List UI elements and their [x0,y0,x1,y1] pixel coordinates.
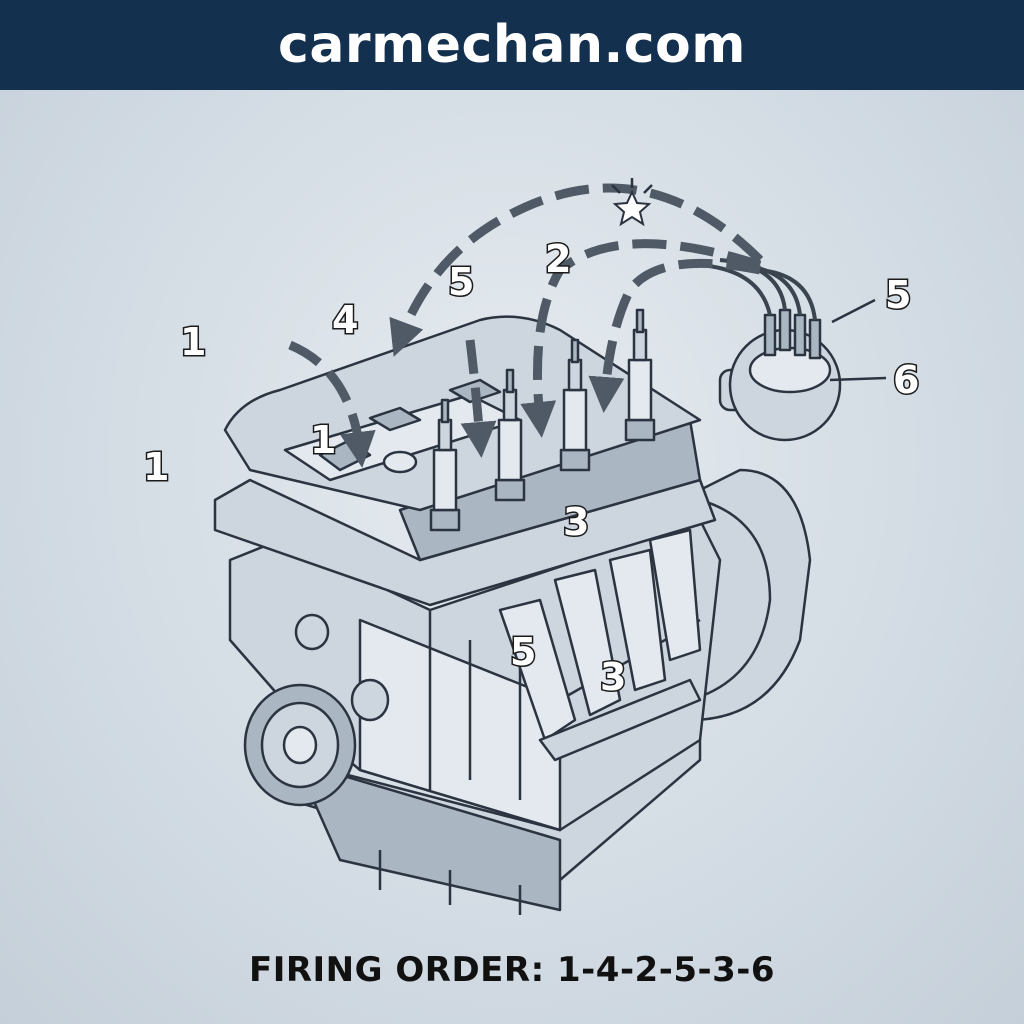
site-header: carmechan.com [0,0,1024,90]
distributor-icon [718,308,842,442]
crank-pulley [243,613,390,807]
exhaust-manifold [498,528,702,762]
engine-diagram: 1 1 1 4 5 2 5 6 3 5 3 [142,178,921,915]
callout-manifold-5: 5 [510,630,536,674]
callout-manifold-3: 3 [600,655,626,699]
callout-cylinder-1: 1 [310,418,336,462]
callout-arrow-4: 4 [332,298,358,342]
spark-star-icon [611,178,653,227]
leader-line-5 [831,298,876,324]
site-title: carmechan.com [278,15,746,75]
firing-order-arrows [288,183,764,468]
callout-left-upper: 1 [180,320,206,364]
spark-plug-icon [429,308,656,532]
leader-line-6 [829,376,887,382]
callout-distributor-5: 5 [885,273,911,317]
callout-left-lower: 1 [143,445,169,489]
callout-arrow-2: 2 [545,237,571,281]
callout-arrow-5-top: 5 [448,260,474,304]
firing-order-caption: FIRING ORDER: 1-4-2-5-3-6 [248,950,776,990]
callout-head-3: 3 [563,500,589,544]
callout-distributor-6: 6 [893,358,919,402]
